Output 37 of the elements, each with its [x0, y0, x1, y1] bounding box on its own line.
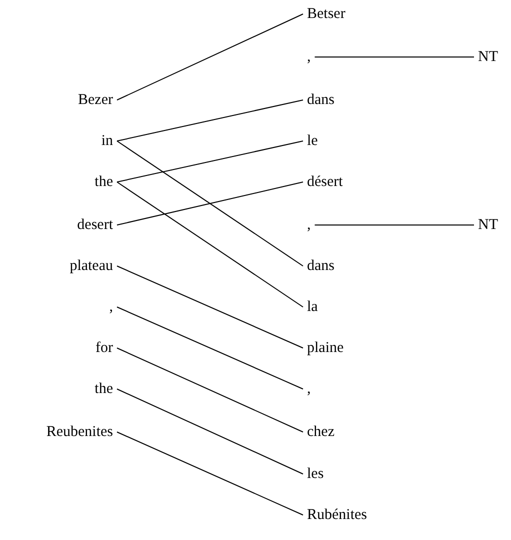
- source-word: in: [97, 131, 117, 151]
- alignment-line: [116, 348, 304, 432]
- target-word: la: [303, 297, 322, 317]
- tag-label: NT: [474, 47, 502, 67]
- target-word: ,: [303, 379, 315, 399]
- alignment-line: [116, 266, 304, 348]
- alignment-line: [116, 14, 304, 100]
- target-word: Betser: [303, 4, 350, 24]
- target-word: Rubénites: [303, 505, 371, 525]
- alignment-line: [116, 432, 304, 516]
- target-word: chez: [303, 422, 338, 442]
- source-word: ,: [105, 297, 117, 317]
- source-word: desert: [73, 215, 117, 235]
- alignment-line: [116, 182, 304, 226]
- target-word: le: [303, 131, 322, 151]
- source-word: plateau: [66, 256, 117, 276]
- alignment-line: [116, 140, 304, 182]
- target-word: ,: [303, 47, 315, 67]
- alignment-line: [116, 306, 304, 390]
- tag-label: NT: [474, 215, 502, 235]
- alignment-line: [116, 100, 304, 142]
- source-word: the: [90, 172, 117, 192]
- target-word: les: [303, 464, 328, 484]
- tag-line: [314, 56, 474, 58]
- source-word: the: [90, 379, 117, 399]
- alignment-line: [116, 182, 304, 308]
- target-word: dans: [303, 256, 338, 276]
- source-word: Reubenites: [42, 422, 117, 442]
- alignment-line: [116, 388, 304, 474]
- source-word: for: [92, 338, 117, 358]
- tag-line: [314, 224, 474, 226]
- target-word: plaine: [303, 338, 348, 358]
- target-word: désert: [303, 172, 347, 192]
- alignment-line: [116, 140, 304, 266]
- source-word: Bezer: [74, 90, 117, 110]
- target-word: ,: [303, 215, 315, 235]
- target-word: dans: [303, 90, 338, 110]
